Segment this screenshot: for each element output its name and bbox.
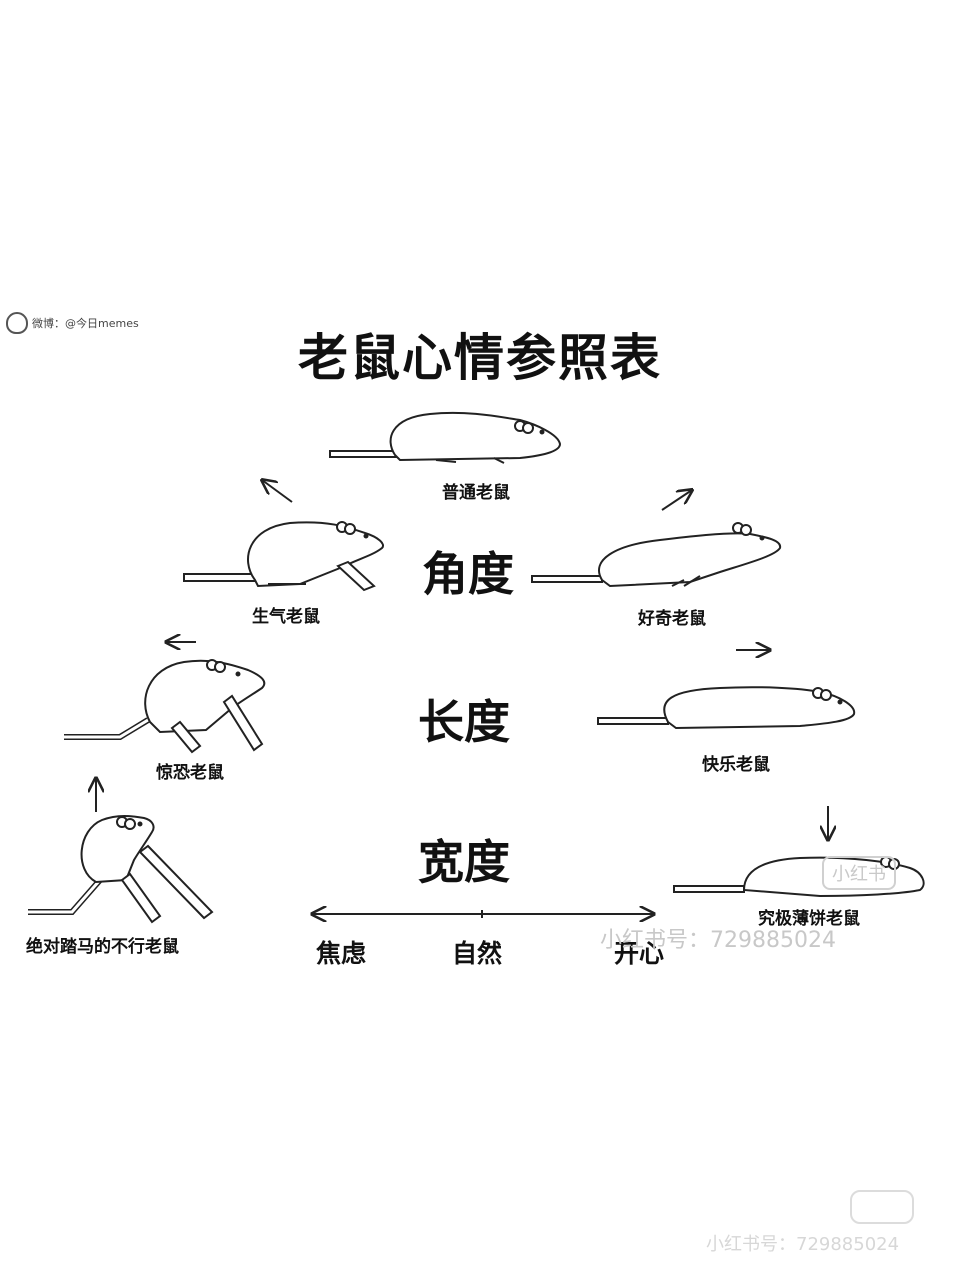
curious-mouse-drawing [531,522,782,588]
very-scared-mouse-label: 绝对踏马的不行老鼠 [26,937,179,957]
angle-label: 角度 [422,547,514,601]
scale-right-label: 开心 [614,939,665,968]
scared-mouse-label: 惊恐老鼠 [156,763,224,783]
length-label: 长度 [418,695,510,749]
weibo-logo-icon [6,312,28,334]
weibo-watermark: 微博：@今日memes [6,312,139,334]
pancake-mouse-drawing [673,856,925,898]
happy-mouse-label: 快乐老鼠 [702,755,770,775]
happy-mouse-drawing [597,686,856,730]
angry-mouse-label: 生气老鼠 [252,607,320,627]
curious-mouse-label: 好奇老鼠 [638,609,706,629]
scale-left-label: 焦虑 [316,939,367,968]
xiaohongshu-bottom-watermark: 小红书号：729885024 [706,1234,900,1255]
angry-mouse-drawing [183,521,384,592]
width-label: 宽度 [418,835,510,889]
scale-middle-label: 自然 [452,939,503,968]
very-scared-mouse-drawing [28,815,214,924]
weibo-watermark-text: 微博：@今日memes [32,317,139,330]
normal-mouse-drawing [329,411,562,464]
curious-arrow-icon [661,490,692,511]
scared-mouse-drawing [64,659,266,754]
angry-arrow-icon [262,480,293,503]
normal-mouse-label: 普通老鼠 [442,483,510,503]
xiaohongshu-stamp-watermark: 小红书 [822,856,896,890]
pancake-mouse-label: 究极薄饼老鼠 [758,909,860,929]
xiaohongshu-logo-icon [850,1190,914,1224]
chart-title: 老鼠心情参照表 [298,329,662,387]
xiaohongshu-id-watermark: 小红书号：729885024 [600,928,836,953]
